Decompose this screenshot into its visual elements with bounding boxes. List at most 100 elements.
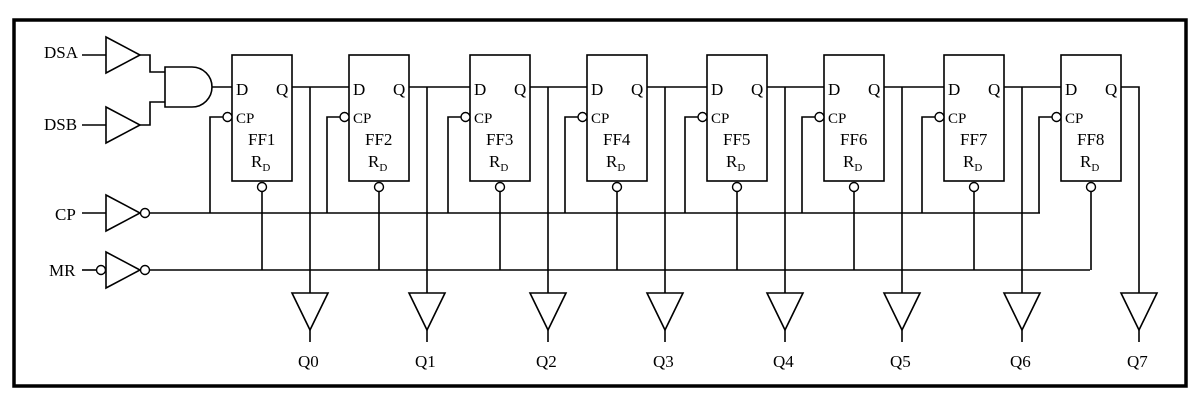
clock-wire: [326, 116, 340, 213]
output-label: Q2: [536, 352, 557, 371]
output-buffer-q5: Q5: [882, 292, 922, 371]
mr-input-label: MR: [49, 261, 76, 280]
flipflop-name: FF8: [1077, 130, 1104, 149]
buffer-triangle: [1002, 292, 1042, 332]
cp-pin-label: CP: [474, 111, 492, 127]
cp-bubble: [460, 111, 471, 123]
output-label: Q5: [890, 352, 911, 371]
cp-pin-label: CP: [236, 111, 254, 127]
output-label: Q4: [773, 352, 794, 371]
q-pin-label: Q: [988, 80, 1000, 99]
reset-bubble: [611, 181, 623, 193]
buffer-triangle: [765, 292, 805, 332]
output-label: Q0: [298, 352, 319, 371]
flipflop-box: [586, 54, 648, 182]
buffer-triangle: [290, 292, 330, 332]
reset-bubble: [1085, 181, 1097, 193]
buffer-triangle: [1119, 292, 1159, 332]
buffer-triangle: [407, 292, 447, 332]
reset-bubble: [256, 181, 268, 193]
dsb-buffer: [82, 101, 165, 145]
reset-bubble: [494, 181, 506, 193]
buffer-triangle: [645, 292, 685, 332]
cp-bubble: [1051, 111, 1062, 123]
output-buffer-q4: Q4: [765, 292, 805, 371]
cp-bubble: [814, 111, 825, 123]
output-buffer-q7: Q7: [1119, 292, 1159, 371]
flipflop-box: [231, 54, 293, 182]
diagram-frame: [12, 18, 1188, 388]
q-pin-label: Q: [868, 80, 880, 99]
output-buffer-q6: Q6: [1002, 292, 1042, 371]
clock-wire: [921, 116, 935, 213]
flipflop-box: [823, 54, 885, 182]
cp-bubble: [222, 111, 233, 123]
q-pin-label: Q: [631, 80, 643, 99]
cp-pin-label: CP: [1065, 111, 1083, 127]
d-pin-label: D: [474, 80, 486, 99]
q-pin-label: Q: [276, 80, 288, 99]
flipflop-name: FF3: [486, 130, 513, 149]
cp-input-label: CP: [55, 205, 76, 224]
d-pin-label: D: [236, 80, 248, 99]
output-label: Q7: [1127, 352, 1148, 371]
flipflop-name: FF6: [840, 130, 867, 149]
flipflop-name: FF1: [248, 130, 275, 149]
d-pin-label: D: [828, 80, 840, 99]
clock-wire: [1038, 116, 1052, 213]
d-pin-label: D: [948, 80, 960, 99]
flipflop-name: FF2: [365, 130, 392, 149]
output-label: Q3: [653, 352, 674, 371]
buffer-triangle: [528, 292, 568, 332]
reset-bubble: [731, 181, 743, 193]
d-pin-label: D: [591, 80, 603, 99]
flipflop-box: [706, 54, 768, 182]
flipflop-name: FF5: [723, 130, 750, 149]
output-buffer-q3: Q3: [645, 292, 685, 371]
q-pin-label: Q: [751, 80, 763, 99]
clock-wire: [564, 116, 578, 213]
mr-inverter: [82, 250, 151, 290]
d-pin-label: D: [353, 80, 365, 99]
cp-bubble: [339, 111, 350, 123]
dsa-label: DSA: [44, 43, 79, 62]
cp-pin-label: CP: [948, 111, 966, 127]
flipflop-name: FF7: [960, 130, 988, 149]
dsb-label: DSB: [44, 115, 77, 134]
flipflop-box: [469, 54, 531, 182]
flipflop-box: [1060, 54, 1122, 182]
output-buffer-q0: Q0: [290, 292, 330, 371]
reset-bubble: [848, 181, 860, 193]
output-buffer-q1: Q1: [407, 292, 447, 371]
clock-wire: [447, 116, 461, 213]
cp-pin-label: CP: [353, 111, 371, 127]
output-label: Q6: [1010, 352, 1031, 371]
reset-bubble: [968, 181, 980, 193]
clock-wire: [684, 116, 698, 213]
q-output-wire: [1121, 86, 1140, 293]
flipflop-name: FF4: [603, 130, 631, 149]
cp-bubble: [697, 111, 708, 123]
and-gate: [164, 66, 213, 108]
cp-bubble: [577, 111, 588, 123]
cp-pin-label: CP: [828, 111, 846, 127]
buffer-triangle: [882, 292, 922, 332]
cp-inverter: [82, 193, 151, 233]
cp-pin-label: CP: [711, 111, 729, 127]
cp-bubble: [934, 111, 945, 123]
d-pin-label: D: [711, 80, 723, 99]
output-buffer-q2: Q2: [528, 292, 568, 371]
q-pin-label: Q: [514, 80, 526, 99]
q-pin-label: Q: [393, 80, 405, 99]
clock-wire: [209, 116, 223, 213]
